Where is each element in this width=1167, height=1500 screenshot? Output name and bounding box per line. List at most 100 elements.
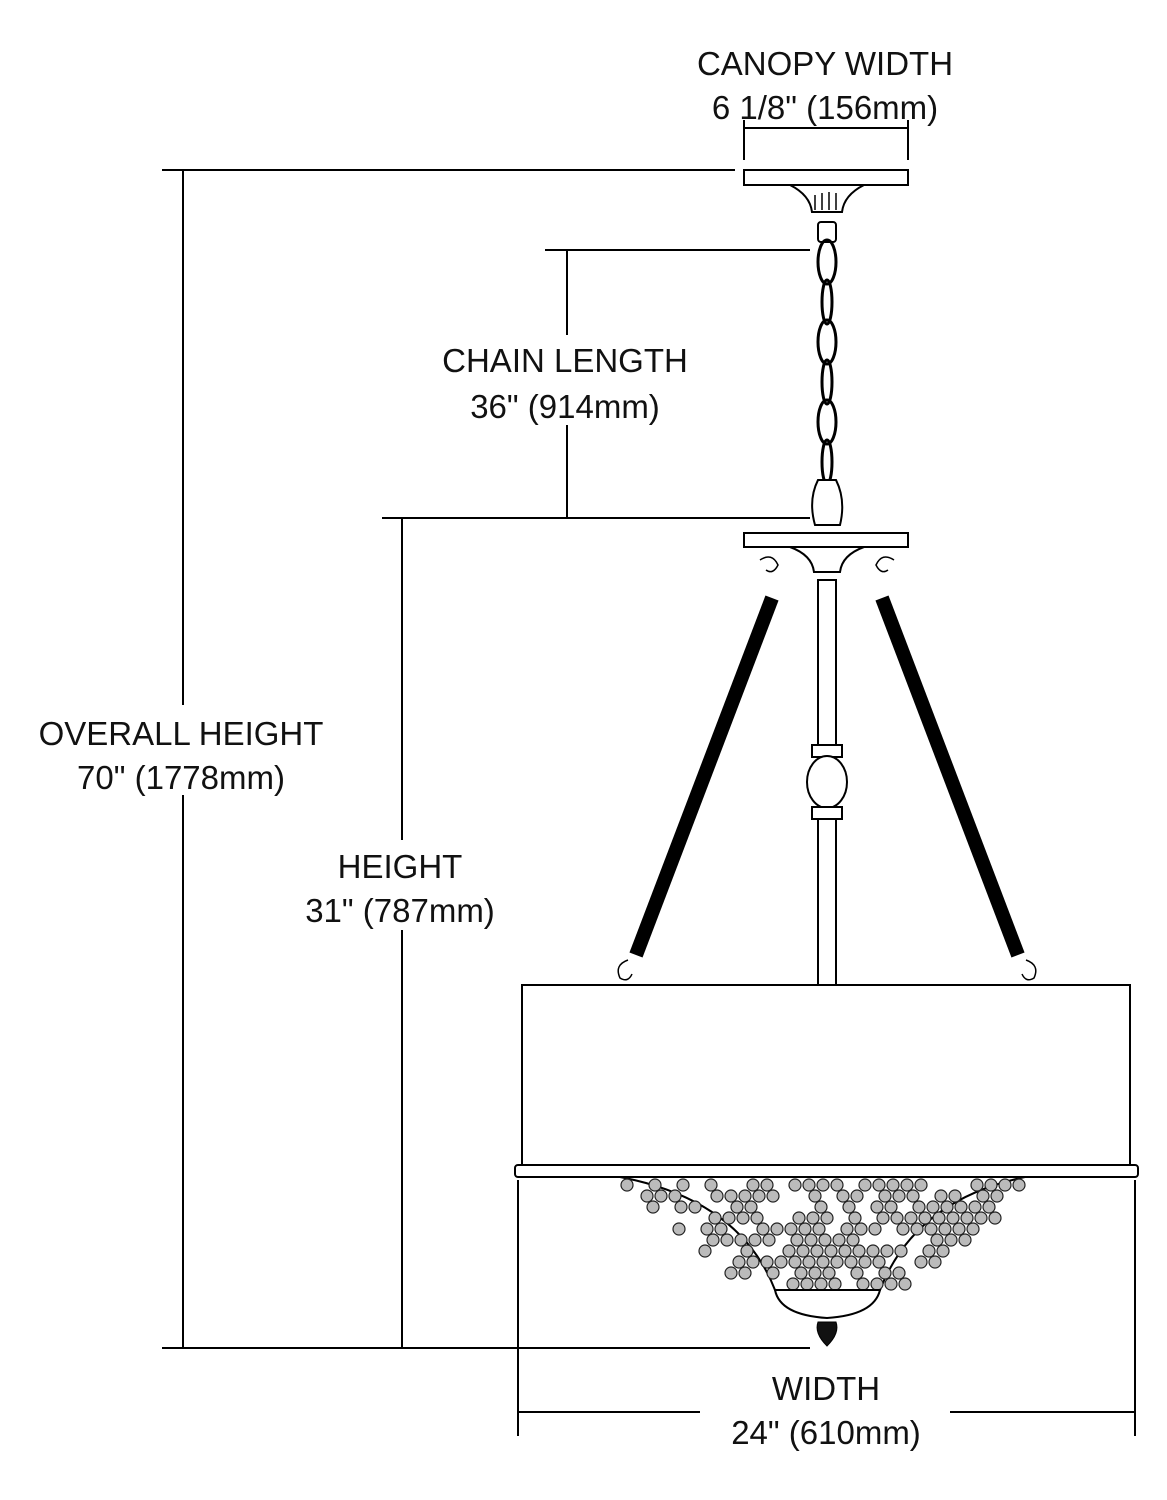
crystal [915,1179,927,1191]
crystal [849,1212,861,1224]
drum-shade [522,985,1130,1165]
crystal [735,1234,747,1246]
crystal [689,1201,701,1213]
crystal [763,1234,775,1246]
crystal [673,1223,685,1235]
crystal [747,1256,759,1268]
crystal [879,1190,891,1202]
crystal [843,1201,855,1213]
crystal [867,1245,879,1257]
crystal [1013,1179,1025,1191]
chain-length-dimension: CHAIN LENGTH 36" (914mm) [442,250,810,518]
crystal [749,1234,761,1246]
crystal [655,1190,667,1202]
chain-length-label: CHAIN LENGTH [442,342,688,379]
overall-height-value: 70" (1778mm) [77,759,285,796]
width-label: WIDTH [772,1370,880,1407]
crystal [757,1223,769,1235]
crystal [871,1201,883,1213]
crystal [895,1245,907,1257]
crystal [813,1223,825,1235]
crystal [899,1278,911,1290]
crystal [897,1223,909,1235]
width-value: 24" (610mm) [731,1414,921,1451]
crystal [855,1223,867,1235]
crystal [847,1234,859,1246]
crystal [817,1179,829,1191]
crystal [947,1212,959,1224]
crystal [885,1201,897,1213]
crystal [761,1256,773,1268]
crystal [669,1190,681,1202]
crystal [799,1223,811,1235]
crystal [641,1190,653,1202]
canopy [744,170,908,242]
canopy-width-label: CANOPY WIDTH [697,45,953,82]
crystal [715,1223,727,1235]
crystal [823,1267,835,1279]
crystal [797,1245,809,1257]
crystal [969,1201,981,1213]
chain-link [818,400,836,444]
crystal [919,1212,931,1224]
crystal [853,1245,865,1257]
center-stem [807,580,847,985]
crystal [851,1267,863,1279]
crystal [733,1256,745,1268]
crystal [675,1201,687,1213]
crystal [801,1278,813,1290]
crystal [831,1179,843,1191]
crystal [815,1201,827,1213]
crystal [955,1201,967,1213]
crystal [869,1223,881,1235]
crystal [953,1223,965,1235]
crystal [767,1190,779,1202]
shade-band [515,1165,1138,1177]
crystal [937,1245,949,1257]
chain-length-value: 36" (914mm) [470,388,660,425]
crystal [845,1256,857,1268]
crystal [739,1267,751,1279]
crystal [817,1256,829,1268]
crystal [941,1201,953,1213]
crystal [767,1267,779,1279]
chain-link [818,240,836,284]
crystal [745,1201,757,1213]
chain [818,240,836,484]
canopy-width-value: 6 1/8" (156mm) [712,89,938,126]
crystal [829,1278,841,1290]
crystal [677,1179,689,1191]
crystal [881,1245,893,1257]
crystal [807,1212,819,1224]
crystal [871,1278,883,1290]
crystal [905,1212,917,1224]
crystal [795,1267,807,1279]
crystal [885,1278,897,1290]
crystal [859,1179,871,1191]
crystal [805,1234,817,1246]
crystal [731,1201,743,1213]
crystal [725,1267,737,1279]
crystal [911,1223,923,1235]
crystal [815,1278,827,1290]
crystal [907,1190,919,1202]
crystal [771,1223,783,1235]
crystal [927,1201,939,1213]
crystal [837,1190,849,1202]
crystal [925,1223,937,1235]
crystal [789,1179,801,1191]
crystal [887,1179,899,1191]
crystal [647,1201,659,1213]
crystal [711,1190,723,1202]
crystal-bowl [620,1177,1025,1346]
crystal [747,1179,759,1191]
crystal [725,1190,737,1202]
crystal [935,1190,947,1202]
crystal [811,1245,823,1257]
crystal [975,1212,987,1224]
crystal [949,1190,961,1202]
crystal [809,1267,821,1279]
chain-link [822,280,832,324]
crystal [831,1256,843,1268]
